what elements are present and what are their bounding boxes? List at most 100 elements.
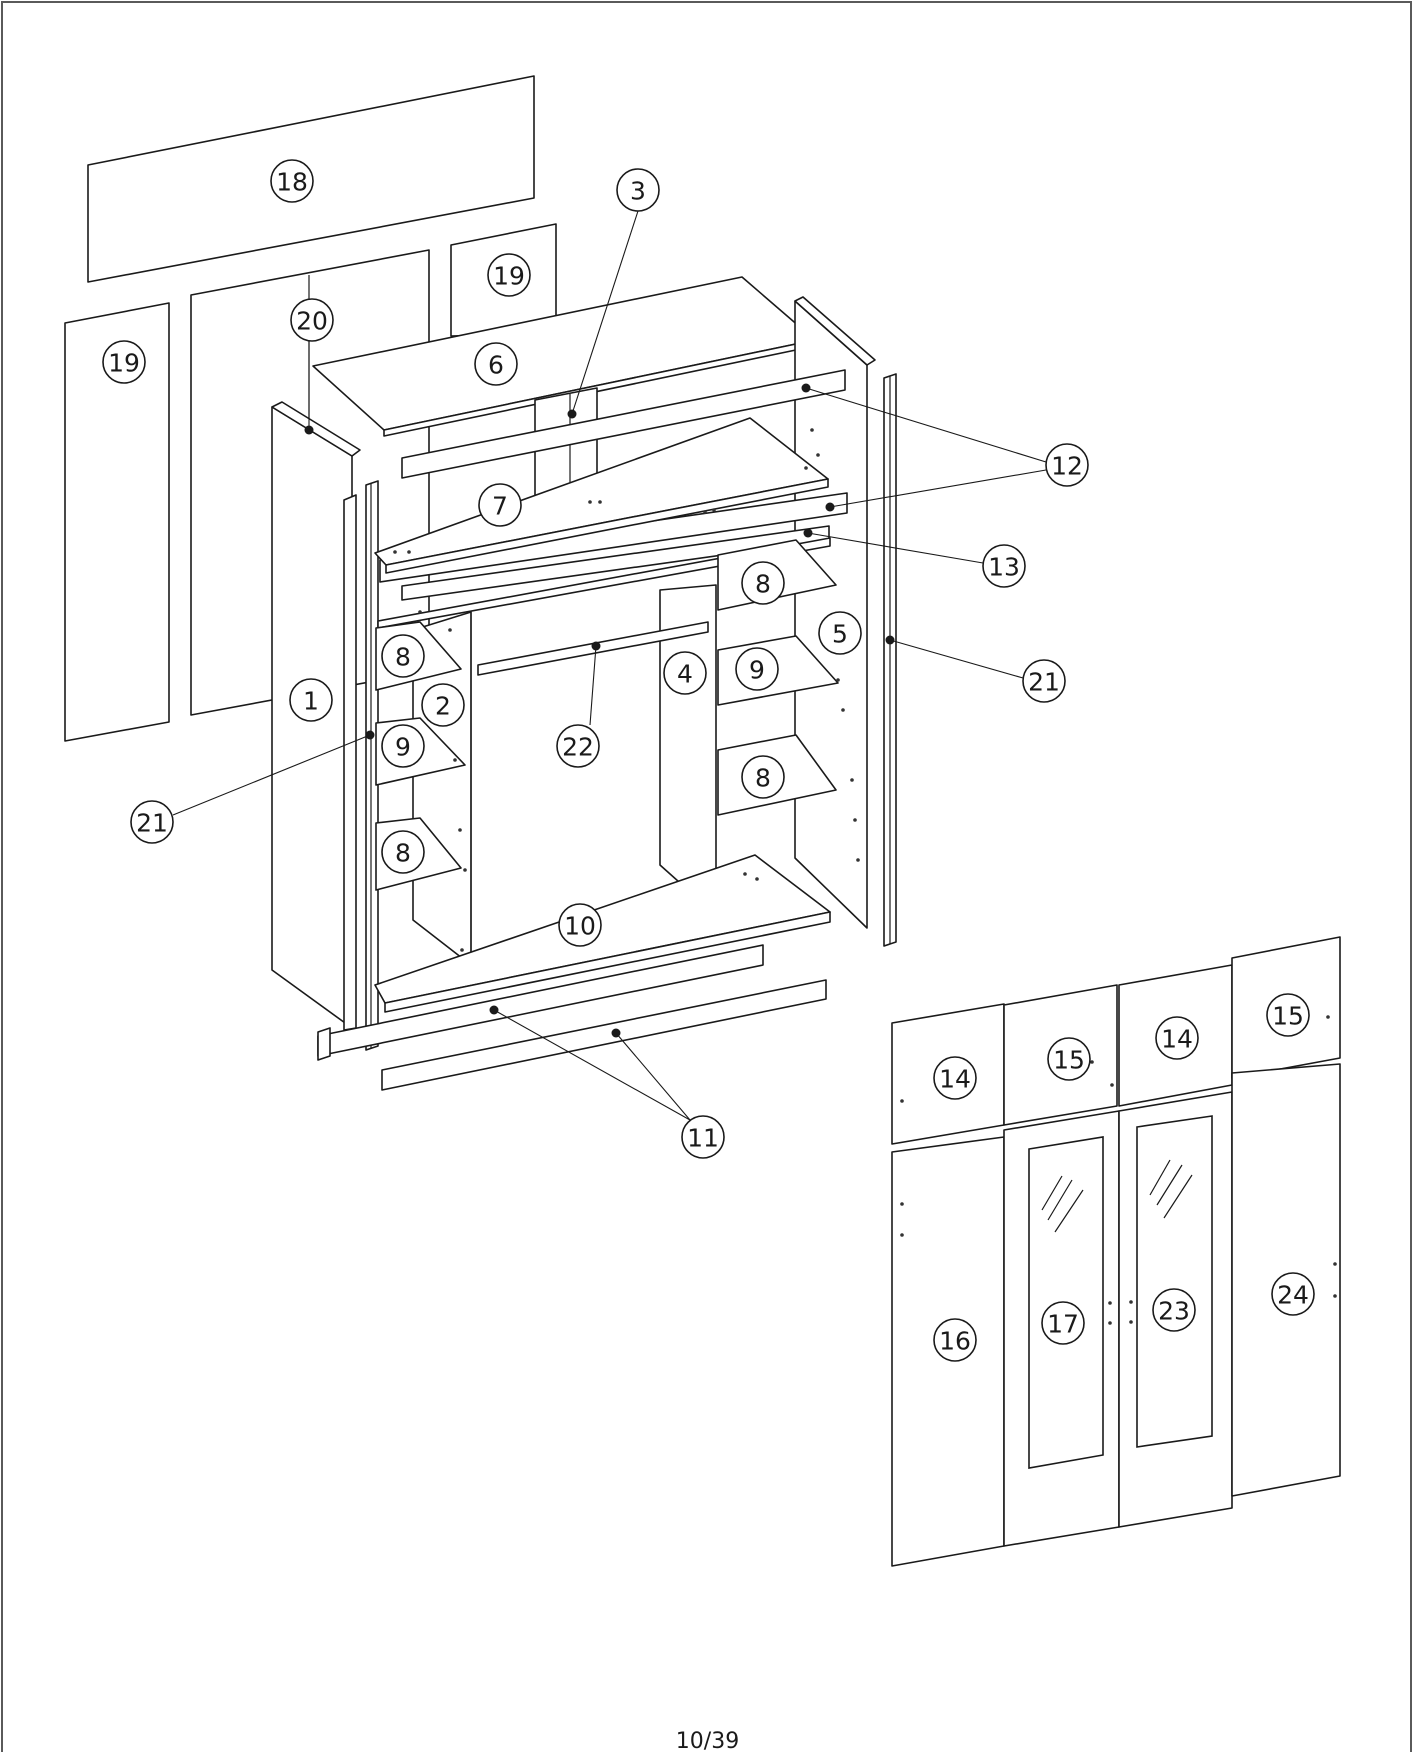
leader-dot-12 (801, 383, 811, 393)
assembly-hole (588, 500, 592, 504)
right-side-panel-edge (794, 296, 876, 366)
callout-circle-14b (933, 1056, 977, 1100)
callout-2: 2 (421, 683, 465, 727)
callout-21b: 21 (130, 800, 174, 844)
callout-label-7: 7 (492, 492, 508, 521)
callout-circle-8d (381, 830, 425, 874)
callout-circle-11 (681, 1115, 725, 1159)
assembly-hole (448, 628, 452, 632)
assembly-hole (453, 758, 457, 762)
callout-3: 3 (616, 168, 660, 212)
assembly-hole (853, 818, 857, 822)
left-side-panel-edge (271, 401, 361, 457)
callout-circle-9a (735, 647, 779, 691)
callout-9b: 9 (381, 724, 425, 768)
assembly-hole (1333, 1294, 1337, 1298)
leader-line-21a (889, 639, 1024, 679)
callout-circle-3 (616, 168, 660, 212)
leader-line-21b (172, 734, 371, 816)
callout-circle-19a (487, 253, 531, 297)
callout-12: 12 (1045, 443, 1089, 487)
rail-13-base (377, 537, 831, 629)
callout-circle-6 (474, 342, 518, 386)
assembly-hole (810, 428, 814, 432)
assembly-hole (743, 872, 747, 876)
callout-label-11: 11 (687, 1124, 719, 1153)
callout-circle-4 (663, 651, 707, 695)
callout-label-21b: 21 (136, 809, 168, 838)
callout-circle-10 (558, 903, 602, 947)
callout-label-23: 23 (1158, 1297, 1190, 1326)
callout-5: 5 (818, 611, 862, 655)
callout-label-19a: 19 (493, 262, 525, 291)
callout-label-1: 1 (303, 687, 319, 716)
leader-dot-13 (803, 528, 813, 538)
leader-line-22 (589, 645, 597, 726)
callout-circle-1 (289, 678, 333, 722)
assembly-hole (804, 466, 808, 470)
assembly-hole (418, 610, 422, 614)
callout-label-22: 22 (562, 733, 594, 762)
callout-label-6: 6 (488, 351, 504, 380)
callout-label-8c: 8 (755, 764, 771, 793)
callout-label-8b: 8 (395, 643, 411, 672)
callout-circle-5 (818, 611, 862, 655)
callout-label-9b: 9 (395, 733, 411, 762)
leader-dot-3 (567, 409, 577, 419)
callout-24: 24 (1271, 1272, 1315, 1316)
leader-line-13 (807, 532, 984, 564)
callout-leaders (172, 210, 1337, 1325)
assembly-hole (598, 500, 602, 504)
callout-18: 18 (270, 159, 314, 203)
callout-label-5: 5 (832, 620, 848, 649)
callout-circle-20 (290, 298, 334, 342)
glass-reflection-marks (1041, 1159, 1193, 1233)
callout-9a: 9 (735, 647, 779, 691)
callout-1: 1 (289, 678, 333, 722)
assembly-hole (712, 508, 716, 512)
callout-circle-22 (556, 724, 600, 768)
callout-7: 7 (478, 483, 522, 527)
callout-label-13: 13 (988, 553, 1020, 582)
callout-16: 16 (933, 1318, 977, 1362)
callout-label-10: 10 (564, 912, 596, 941)
left-side-strip (343, 494, 357, 1031)
callout-4: 4 (663, 651, 707, 695)
callout-6: 6 (474, 342, 518, 386)
callout-label-9a: 9 (749, 656, 765, 685)
assembly-hole (458, 828, 462, 832)
callout-22: 22 (556, 724, 600, 768)
callout-14a: 14 (1155, 1016, 1199, 1060)
assembly-hole (755, 877, 759, 881)
callout-circle-15a (1266, 993, 1310, 1037)
leader-dot-21b (365, 730, 375, 740)
callout-8c: 8 (741, 755, 785, 799)
assembly-hole (900, 1202, 904, 1206)
callout-circle-2 (421, 683, 465, 727)
callout-circle-13 (982, 544, 1026, 588)
leader-line-11-b (615, 1032, 691, 1121)
assembly-hole (1090, 1060, 1094, 1064)
assembly-hole (1110, 1083, 1114, 1087)
callout-circle-7 (478, 483, 522, 527)
top-rail-12-upper (401, 369, 846, 479)
callout-label-2: 2 (435, 692, 451, 721)
callout-circle-21b (130, 800, 174, 844)
callout-label-15b: 15 (1053, 1046, 1085, 1075)
callout-circle-19b (102, 340, 146, 384)
assembly-hole (850, 778, 854, 782)
callout-13: 13 (982, 544, 1026, 588)
bottom-panel-10-edge (384, 911, 831, 1013)
callout-label-17: 17 (1047, 1310, 1079, 1339)
assembly-hole (460, 948, 464, 952)
leader-line-3 (571, 210, 639, 415)
assembly-hole (841, 708, 845, 712)
back-panel-19-left (64, 302, 170, 742)
assembly-hole (836, 678, 840, 682)
callout-20: 20 (290, 298, 334, 342)
assembly-hole (463, 868, 467, 872)
leader-line-12 (805, 387, 1047, 463)
callout-label-19b: 19 (108, 349, 140, 378)
callout-label-3: 3 (630, 177, 646, 206)
callout-label-24: 24 (1277, 1281, 1309, 1310)
